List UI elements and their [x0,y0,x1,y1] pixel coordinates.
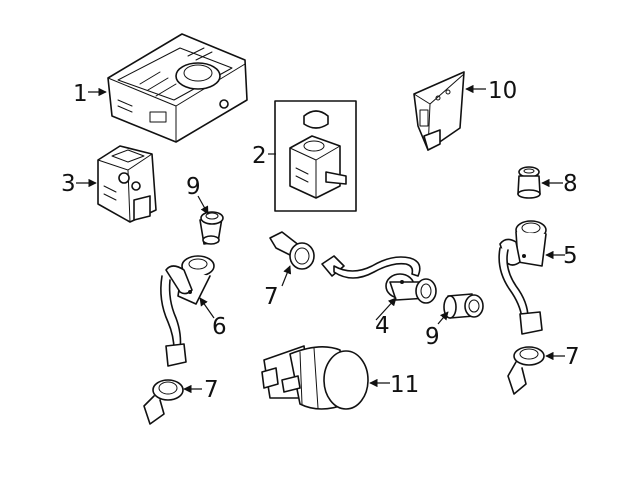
callout-2: 2 [252,143,267,169]
callout-9-lower: 9 [425,324,440,350]
callout-10: 10 [488,78,517,104]
part-9-bushing-upper[interactable] [199,211,224,245]
part-9-bushing-lower[interactable] [443,293,484,319]
callout-7-right: 7 [565,344,580,370]
part-5-sensor-harness[interactable] [498,220,547,335]
callout-1: 1 [73,81,88,107]
part-8-bushing[interactable] [517,166,541,199]
callout-7-lower-left: 7 [204,377,219,403]
part-3-switch-assembly[interactable] [97,145,157,223]
part-7-bezel-right[interactable] [507,346,545,395]
callout-3: 3 [61,171,76,197]
callout-leaders [76,84,565,394]
part-6-sensor-harness[interactable] [160,255,215,367]
part-2-frame [274,100,357,212]
part-7-bezel-lower-left[interactable] [143,379,184,425]
callout-9-upper: 9 [186,174,201,200]
part-11-pump-unit[interactable] [261,345,369,410]
part-1-control-module[interactable] [107,33,248,143]
callout-7-middle: 7 [264,284,279,310]
part-10-switch-cover[interactable] [413,71,465,151]
part-7-bezel-middle[interactable] [269,231,315,270]
callout-8: 8 [563,171,578,197]
callout-4: 4 [375,313,390,339]
part-2-switch[interactable] [289,110,347,199]
callout-5: 5 [563,243,578,269]
callout-6: 6 [212,314,227,340]
callout-11: 11 [390,372,419,398]
part-4-sensor-harness[interactable] [321,255,437,304]
